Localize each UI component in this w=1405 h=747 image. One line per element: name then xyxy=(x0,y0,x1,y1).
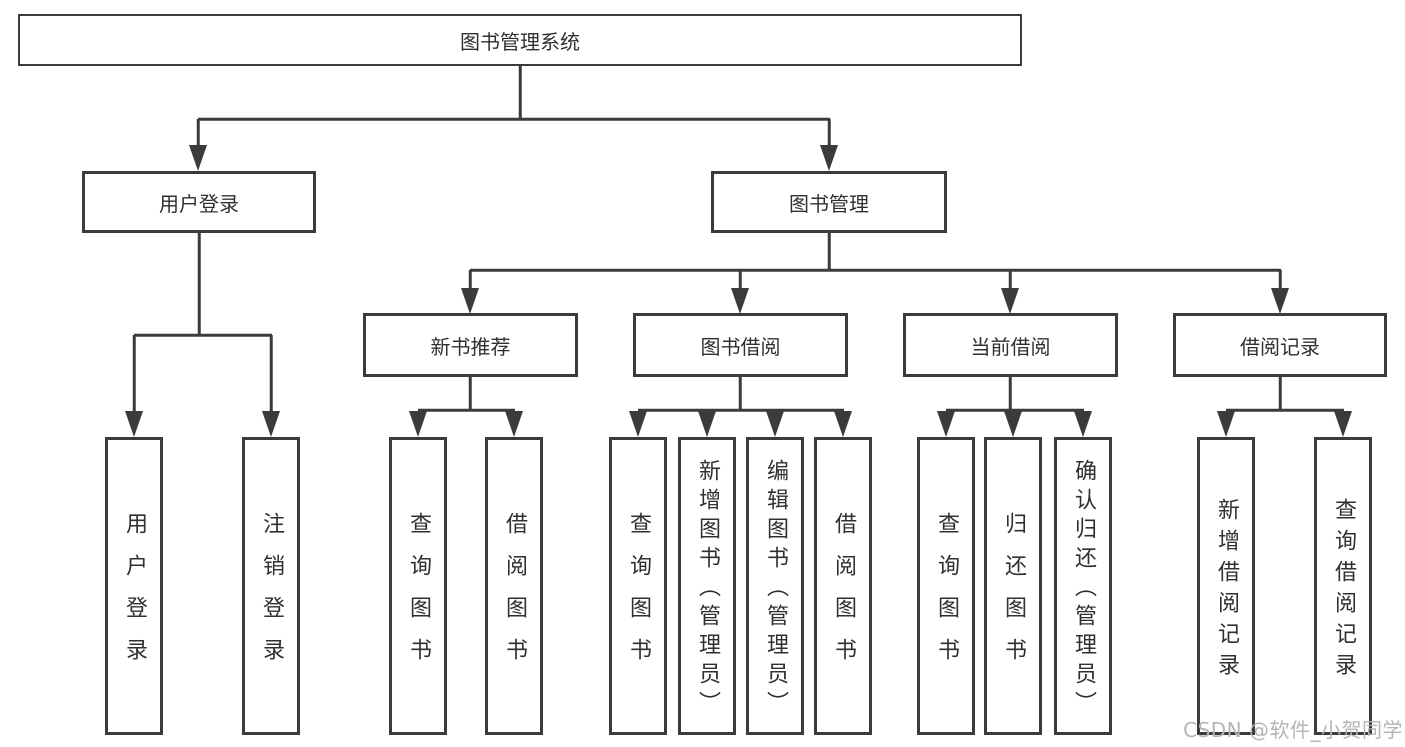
connector-line xyxy=(468,270,472,292)
node-label: 图书管理 xyxy=(789,191,869,216)
leaf-query-books-3: 查询图书 xyxy=(917,437,975,735)
arrowhead-down-icon xyxy=(1271,288,1289,314)
connector-line xyxy=(946,408,1084,412)
connector-line xyxy=(197,233,201,336)
arrowhead-down-icon xyxy=(262,411,280,437)
leaf-borrow-books: 借阅图书 xyxy=(485,437,543,735)
node-label: 借阅记录 xyxy=(1240,334,1320,359)
leaf-return-book: 归还图书 xyxy=(984,437,1042,735)
leaf-query-books: 查询图书 xyxy=(389,437,447,735)
node-label: 图书借阅 xyxy=(700,334,781,359)
connector-line xyxy=(196,119,200,149)
connector-line xyxy=(738,377,742,411)
node-label: 新书推荐 xyxy=(430,334,511,359)
connector-line xyxy=(1008,270,1012,292)
connector-line xyxy=(638,408,844,412)
node-current-borrow: 当前借阅 xyxy=(903,313,1118,377)
arrowhead-down-icon xyxy=(1074,411,1092,437)
connector-line xyxy=(827,119,831,149)
connector-line xyxy=(1226,408,1344,412)
arrowhead-down-icon xyxy=(766,411,784,437)
arrowhead-down-icon xyxy=(1001,288,1019,314)
leaf-label: 借阅图书 xyxy=(502,512,527,680)
leaf-borrow-books-2: 借阅图书 xyxy=(814,437,872,735)
node-book-management: 图书管理 xyxy=(711,171,947,233)
leaf-label: 确认归还（管理员） xyxy=(1071,459,1096,720)
connector-line xyxy=(134,333,272,337)
connector-line xyxy=(738,270,742,292)
node-borrow-records: 借阅记录 xyxy=(1173,313,1387,377)
connector-line xyxy=(269,335,273,413)
arrowhead-down-icon xyxy=(834,411,852,437)
leaf-add-book-admin: 新增图书（管理员） xyxy=(678,437,736,735)
arrowhead-down-icon xyxy=(1217,411,1235,437)
node-label: 当前借阅 xyxy=(970,334,1051,359)
node-label: 用户登录 xyxy=(159,191,239,216)
leaf-label: 借阅图书 xyxy=(831,512,856,680)
leaf-label: 查询图书 xyxy=(626,512,651,680)
leaf-edit-book-admin: 编辑图书（管理员） xyxy=(746,437,804,735)
node-label: 图书管理系统 xyxy=(460,29,580,54)
arrowhead-down-icon xyxy=(820,145,838,171)
arrowhead-down-icon xyxy=(629,411,647,437)
leaf-label: 新增图书（管理员） xyxy=(695,459,720,720)
node-book-borrow: 图书借阅 xyxy=(633,313,848,377)
connector-line xyxy=(827,233,831,271)
arrowhead-down-icon xyxy=(1004,411,1022,437)
leaf-label: 查询图书 xyxy=(406,512,431,680)
leaf-add-borrow-record: 新增借阅记录 xyxy=(1197,437,1255,735)
arrowhead-down-icon xyxy=(409,411,427,437)
connector-line xyxy=(1278,377,1282,411)
leaf-label: 查询借阅记录 xyxy=(1331,497,1356,684)
node-library-system: 图书管理系统 xyxy=(18,14,1022,66)
arrowhead-down-icon xyxy=(461,288,479,314)
leaf-label: 用户登录 xyxy=(122,512,147,680)
leaf-label: 归还图书 xyxy=(1001,512,1026,680)
arrowhead-down-icon xyxy=(1334,411,1352,437)
node-user-login: 用户登录 xyxy=(82,171,316,233)
leaf-label: 编辑图书（管理员） xyxy=(763,459,788,720)
arrowhead-down-icon xyxy=(189,145,207,171)
leaf-label: 注销登录 xyxy=(259,512,284,680)
connector-line xyxy=(518,66,522,120)
connector-line xyxy=(468,377,472,411)
connector-line xyxy=(198,117,830,121)
connector-line xyxy=(1278,270,1282,292)
leaf-query-books-2: 查询图书 xyxy=(609,437,667,735)
arrowhead-down-icon xyxy=(698,411,716,437)
connector-line xyxy=(418,408,515,412)
leaf-confirm-return-admin: 确认归还（管理员） xyxy=(1054,437,1112,735)
arrowhead-down-icon xyxy=(505,411,523,437)
leaf-query-borrow-record: 查询借阅记录 xyxy=(1314,437,1372,735)
connector-line xyxy=(132,335,136,413)
watermark: CSDN @软件_小贺同学 xyxy=(1183,718,1403,742)
leaf-label: 查询图书 xyxy=(934,512,959,680)
node-new-book-recommend: 新书推荐 xyxy=(363,313,578,377)
leaf-user-login: 用户登录 xyxy=(105,437,163,735)
leaf-logout: 注销登录 xyxy=(242,437,300,735)
connector-line xyxy=(470,268,1281,272)
leaf-label: 新增借阅记录 xyxy=(1214,497,1239,684)
arrowhead-down-icon xyxy=(731,288,749,314)
connector-line xyxy=(1008,377,1012,411)
arrowhead-down-icon xyxy=(937,411,955,437)
arrowhead-down-icon xyxy=(125,411,143,437)
